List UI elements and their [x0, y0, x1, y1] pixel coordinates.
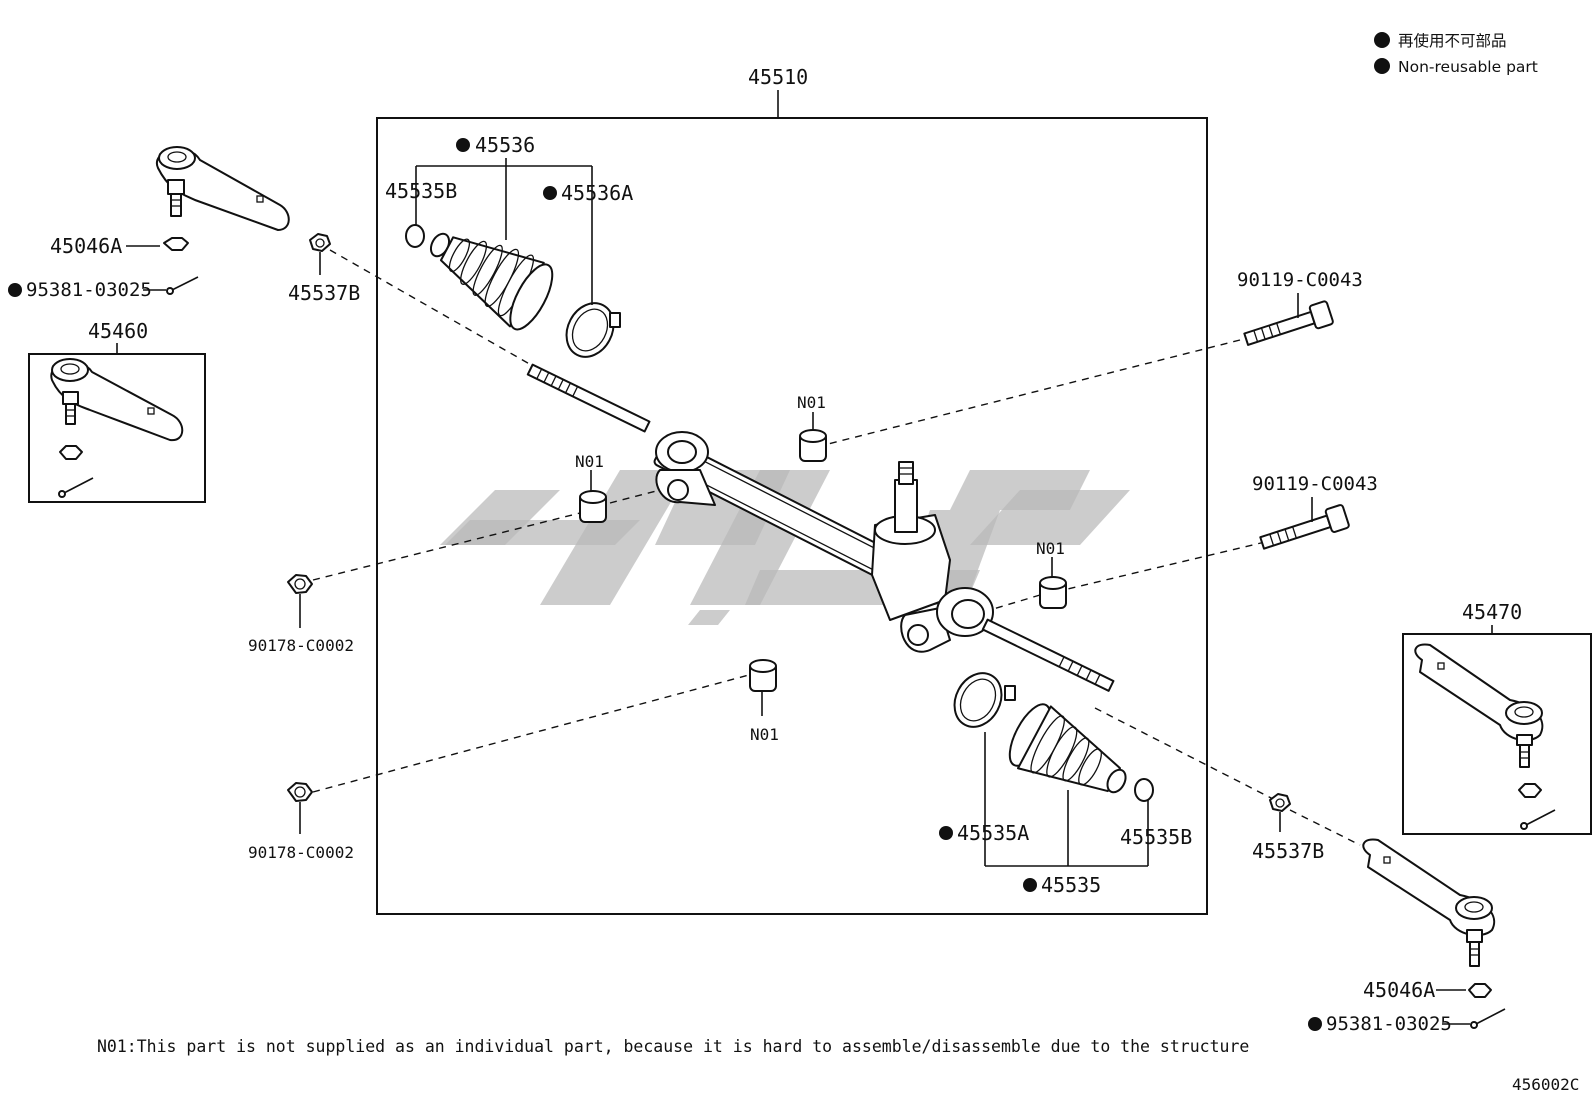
- label-tie-rod-end-right: 45470: [1462, 600, 1522, 624]
- label-boot-upper: 45536: [475, 133, 535, 157]
- nut-lower-1: [287, 574, 313, 594]
- gear-assembly-frame: [376, 117, 1208, 915]
- label-bolt-lower: 90119-C0043: [1252, 473, 1378, 495]
- legend-dot-icon: [1374, 32, 1390, 48]
- legend-line-2: Non-reusable part: [1398, 58, 1538, 76]
- label-gear-assembly: 45510: [748, 65, 808, 89]
- legend-line-1: 再使用不可部品: [1398, 32, 1507, 50]
- label-bushing-right: 45537B: [1252, 839, 1324, 863]
- bolt-lower: [1259, 504, 1350, 550]
- tie-rod-end-left-kit: [50, 358, 184, 498]
- non-reusable-dot-icon: [1308, 1017, 1322, 1031]
- legend: 再使用不可部品 Non-reusable part: [1374, 32, 1538, 76]
- label-n01-top: N01: [797, 393, 826, 412]
- tie-rod-end-right-lower: [1362, 838, 1495, 967]
- tie-rod-end-left-box: [28, 353, 206, 503]
- bushing-right: [1269, 793, 1291, 812]
- lower-boot-group: [953, 672, 1154, 867]
- bolt-upper: [1243, 300, 1334, 346]
- label-tie-rod-end-left: 45460: [88, 319, 148, 343]
- label-nut-left: 45046A: [50, 234, 122, 258]
- label-nut-right: 45046A: [1363, 978, 1435, 1002]
- footnote-n01: N01:This part is not supplied as an indi…: [97, 1037, 1249, 1056]
- nut-right: [1468, 983, 1492, 998]
- assembly-guide-lines: [312, 249, 1361, 846]
- label-nut-lower-1: 90178-C0002: [248, 636, 354, 655]
- non-reusable-dot-icon: [456, 138, 470, 152]
- label-clamp-lower-a: 45535A: [957, 821, 1029, 845]
- steering-rack: [526, 363, 1115, 692]
- label-boot-lower: 45535: [1041, 873, 1101, 897]
- tie-rod-end-left-upper: [155, 146, 290, 231]
- label-n01-left: N01: [575, 452, 604, 471]
- cotter-pin-right: [1470, 1008, 1506, 1029]
- label-bolt-upper: 90119-C0043: [1237, 269, 1363, 291]
- bushing-left: [309, 233, 331, 252]
- nut-left: [163, 237, 189, 251]
- label-n01-right: N01: [1036, 539, 1065, 558]
- label-nut-lower-2: 90178-C0002: [248, 843, 354, 862]
- tie-rod-end-right-box: [1402, 633, 1592, 835]
- non-reusable-dot-icon: [8, 283, 22, 297]
- non-reusable-dot-icon: [543, 186, 557, 200]
- upper-boot-group: [405, 158, 621, 358]
- n01-bushings: [579, 412, 1067, 716]
- cotter-pin-left: [166, 276, 199, 295]
- label-clip-upper-b: 45535B: [385, 179, 457, 203]
- label-bushing-left: 45537B: [288, 281, 360, 305]
- label-clamp-upper-a: 45536A: [561, 181, 633, 205]
- nut-lower-2: [287, 782, 313, 802]
- watermark-logo: [440, 470, 1130, 625]
- label-cotter-left: 95381-03025: [26, 279, 152, 301]
- figure-code: 456002C: [1512, 1075, 1579, 1094]
- label-n01-bottom: N01: [750, 725, 779, 744]
- label-clip-lower-b: 45535B: [1120, 825, 1192, 849]
- non-reusable-dot-icon: [1023, 878, 1037, 892]
- legend-dot-icon: [1374, 58, 1390, 74]
- non-reusable-dot-icon: [939, 826, 953, 840]
- label-cotter-right: 95381-03025: [1326, 1013, 1452, 1035]
- tie-rod-end-right-kit: [1414, 643, 1556, 830]
